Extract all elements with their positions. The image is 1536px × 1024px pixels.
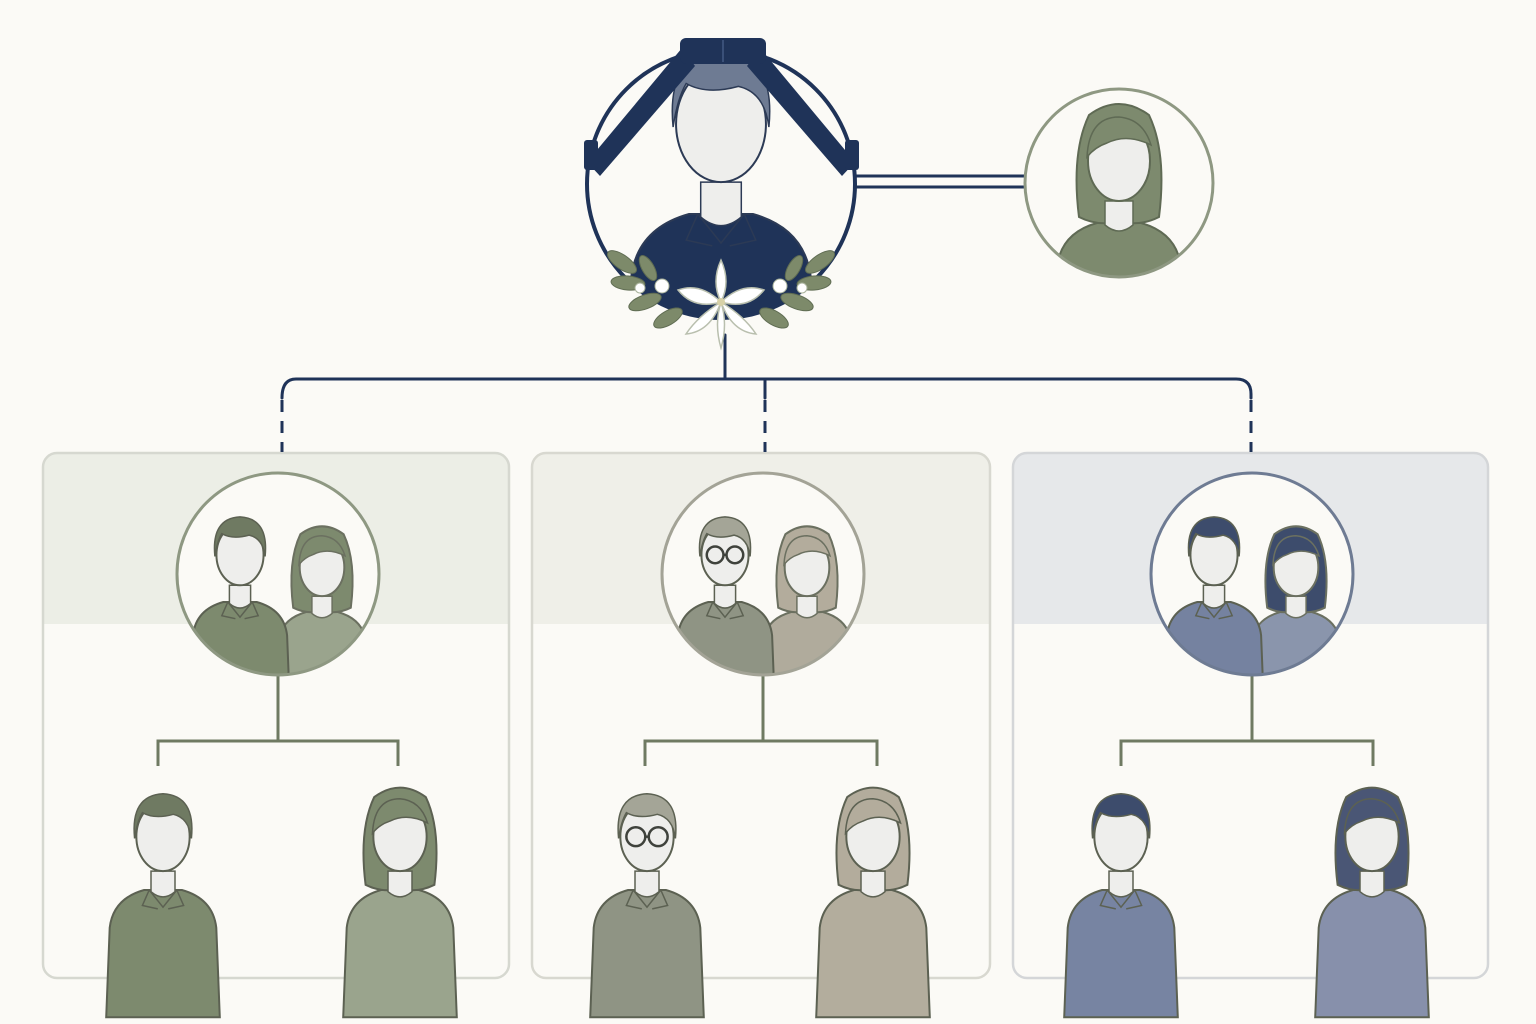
neck-shape [699,181,743,227]
card-border [41,451,511,980]
hair-shape [617,792,677,839]
neck-shape [634,870,660,898]
hair-fringe [1086,116,1153,160]
hair-fringe [1272,534,1321,567]
neck-shape [796,595,818,619]
child-avatar-taupe-son [589,792,705,1019]
shirt-shape [624,213,818,318]
couple-avatar-icon [188,516,371,675]
neck-shape [1202,584,1226,609]
male-avatar-icon [624,50,818,318]
child-connectors-slate [1119,676,1375,766]
couple-node-slate [1149,471,1355,677]
collar-shape [705,601,745,620]
shirt-shape [1051,222,1187,277]
mourning-ribbon-icon [584,38,859,176]
shirt-shape [105,889,221,1019]
shirt-shape [1314,889,1430,1019]
shirt-shape [673,601,777,675]
neck-shape [311,595,333,619]
hair-fringe [371,798,429,836]
collar-shape [685,213,757,247]
hair-shape [133,792,193,839]
neck-shape [1285,595,1307,619]
card-border [530,451,992,980]
neck-shape [1104,200,1134,232]
child-connectors-taupe [643,676,879,766]
hair-shape [213,516,267,557]
child-avatar-olive-son [105,792,221,1019]
child-avatar-taupe-daughter [815,786,931,1019]
shirt-shape [188,601,292,675]
shirt-shape [1063,889,1179,1019]
collar-shape [1194,601,1234,620]
deceased-father-node [584,38,859,351]
hair-fringe [1343,798,1401,836]
neck-shape [860,870,886,898]
shirt-shape [342,889,458,1019]
neck-shape [1108,870,1134,898]
hair-fringe [298,534,347,567]
neck-shape [713,584,737,609]
couple-node-taupe [660,471,866,677]
neck-shape [150,870,176,898]
couple-node-olive [175,471,381,677]
child-avatar-slate-son [1063,792,1179,1019]
child-avatar-slate-daughter [1314,786,1430,1019]
hair-fringe [844,798,902,836]
memorial-wreath-icon [607,250,835,351]
child-avatar-olive-daughter [342,786,458,1019]
shirt-shape [1162,601,1266,675]
hair-fringe [783,534,832,567]
hair-shape [1187,516,1241,557]
shirt-shape [815,889,931,1019]
marriage-connector [855,174,1025,189]
card-border [1011,451,1490,980]
dashed-branch-connectors [280,400,1253,452]
spouse-node [1023,87,1215,279]
neck-shape [387,870,413,898]
neck-shape [228,584,252,609]
child-connectors-olive [156,676,400,766]
collar-shape [220,601,260,620]
hair-shape [698,516,752,557]
collar-shape [1099,889,1143,910]
lily-flower-icon [676,258,766,351]
shirt-shape [589,889,705,1019]
collar-shape [141,889,185,910]
collar-shape [625,889,669,910]
hair-shape [1091,792,1151,839]
female-avatar-icon [1051,103,1187,277]
descendant-connector [280,333,1253,400]
neck-shape [1359,870,1385,898]
glasses-icon [625,825,647,848]
